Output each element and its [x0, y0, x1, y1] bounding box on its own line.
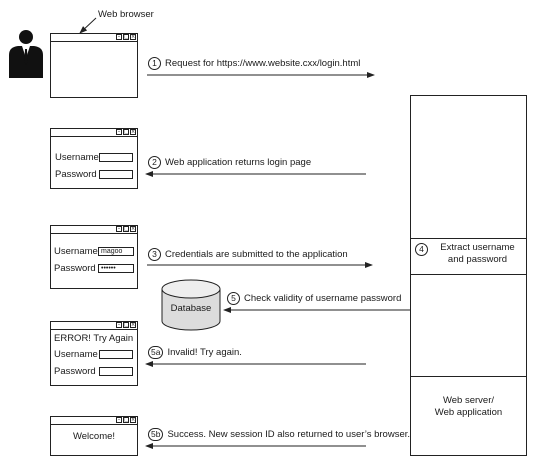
- username-label: Username: [54, 349, 98, 360]
- step-number: 5a: [148, 346, 164, 359]
- user-icon: [9, 30, 43, 78]
- username-field: magoo: [98, 247, 134, 256]
- password-label: Password: [54, 366, 96, 377]
- password-field: ••••••: [98, 264, 134, 273]
- step-2: 2 Web application returns login page: [148, 156, 311, 169]
- maximize-icon: □: [123, 129, 129, 135]
- minimize-icon: –: [116, 417, 122, 423]
- browser-window-error: – □ × ERROR! Try Again Username Password: [50, 321, 138, 386]
- step-text: Success. New session ID also returned to…: [167, 429, 411, 440]
- welcome-message: Welcome!: [72, 431, 116, 442]
- maximize-icon: □: [123, 322, 129, 328]
- close-icon: ×: [130, 129, 136, 135]
- password-field: [99, 170, 133, 179]
- maximize-icon: □: [123, 417, 129, 423]
- step-4-text-line-1: Extract username: [440, 242, 515, 253]
- close-icon: ×: [130, 322, 136, 328]
- window-titlebar: – □ ×: [51, 34, 137, 42]
- step-number: 2: [148, 156, 161, 169]
- server-step-4-section: 4 Extract username and password: [411, 238, 526, 275]
- close-icon: ×: [130, 34, 136, 40]
- step-5b: 5b Success. New session ID also returned…: [148, 428, 410, 441]
- step-text: Credentials are submitted to the applica…: [165, 249, 348, 260]
- password-label: Password: [55, 169, 97, 180]
- minimize-icon: –: [116, 322, 122, 328]
- error-message: ERROR! Try Again: [54, 333, 134, 344]
- step-5a: 5a Invalid! Try again.: [148, 346, 242, 359]
- step-number: 3: [148, 248, 161, 261]
- username-label: Username: [55, 152, 99, 163]
- step-number: 4: [415, 243, 428, 256]
- step-number: 1: [148, 57, 161, 70]
- web-browser-label: Web browser: [98, 9, 154, 20]
- window-titlebar: – □ ×: [51, 129, 137, 137]
- browser-window-request: – □ ×: [50, 33, 138, 98]
- step-text: Invalid! Try again.: [167, 347, 242, 358]
- web-server-box: 4 Extract username and password Web serv…: [410, 95, 527, 456]
- database-label: Database: [170, 303, 212, 314]
- window-titlebar: – □ ×: [51, 322, 137, 330]
- step-number: 5: [227, 292, 240, 305]
- step-text: Request for https://www.website.cxx/logi…: [165, 58, 361, 69]
- username-label: Username: [54, 246, 98, 257]
- server-label-section: Web server/ Web application: [411, 376, 526, 457]
- maximize-icon: □: [123, 34, 129, 40]
- step-4-text-line-2: and password: [447, 254, 508, 265]
- step-text: Check validity of username password: [244, 293, 402, 304]
- server-divider: [411, 274, 526, 275]
- web-server-label-line-1: Web server/: [442, 395, 495, 406]
- minimize-icon: –: [116, 226, 122, 232]
- username-field: [99, 350, 133, 359]
- step-3: 3 Credentials are submitted to the appli…: [148, 248, 348, 261]
- browser-window-login: – □ × Username Password: [50, 128, 138, 189]
- maximize-icon: □: [123, 226, 129, 232]
- browser-pointer-line: [79, 17, 97, 34]
- step-number: 5b: [148, 428, 164, 441]
- web-server-label-line-2: Web application: [434, 407, 503, 418]
- step-5: 5 Check validity of username password: [227, 292, 401, 305]
- browser-window-credentials: – □ × Username magoo Password ••••••: [50, 225, 138, 289]
- database-cylinder: [161, 279, 221, 331]
- browser-window-welcome: – □ × Welcome!: [50, 416, 138, 456]
- password-label: Password: [54, 263, 96, 274]
- password-field: [99, 367, 133, 376]
- close-icon: ×: [130, 417, 136, 423]
- minimize-icon: –: [116, 34, 122, 40]
- window-titlebar: – □ ×: [51, 417, 137, 425]
- minimize-icon: –: [116, 129, 122, 135]
- step-1: 1 Request for https://www.website.cxx/lo…: [148, 57, 360, 70]
- step-text: Web application returns login page: [165, 157, 312, 168]
- close-icon: ×: [130, 226, 136, 232]
- username-field: [99, 153, 133, 162]
- window-titlebar: – □ ×: [51, 226, 137, 234]
